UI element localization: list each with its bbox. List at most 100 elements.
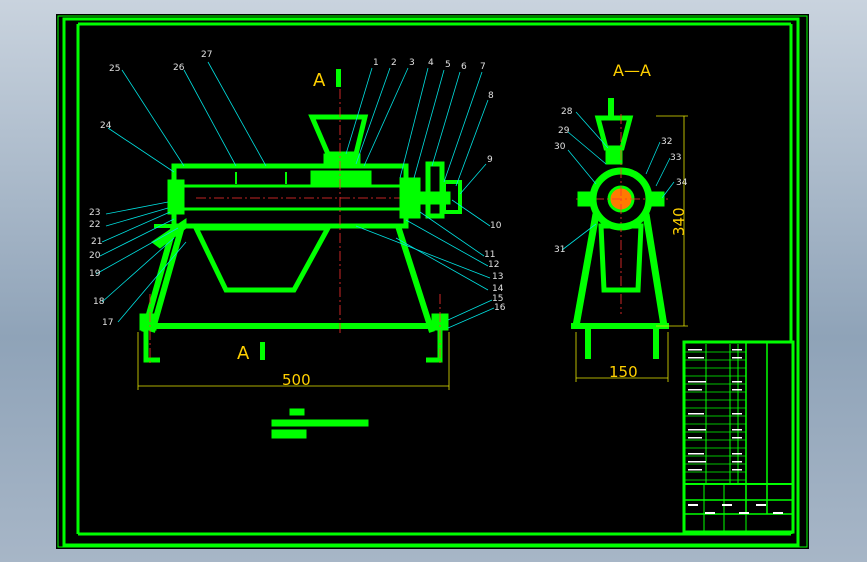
outer-frame <box>57 15 808 548</box>
callout-2: 2 <box>391 58 397 68</box>
callout-7: 7 <box>480 62 486 72</box>
title-block-text-mark <box>732 429 742 431</box>
callout-24: 24 <box>100 121 112 131</box>
title-block-text-mark <box>732 469 742 471</box>
stand-leg-right <box>395 225 435 333</box>
callout-8: 8 <box>488 91 494 101</box>
callout-26: 26 <box>173 63 185 73</box>
callout-30: 30 <box>554 142 566 152</box>
title-mark <box>271 429 307 439</box>
title-block-text-mark <box>732 437 742 439</box>
callout-29: 29 <box>558 126 570 136</box>
callout-16: 16 <box>494 303 506 313</box>
title-block-text-mark <box>756 504 766 506</box>
pulley <box>425 161 445 219</box>
title-mark <box>271 419 369 427</box>
callout-19: 19 <box>89 269 101 279</box>
title-block-text-mark <box>688 504 698 506</box>
callout-31: 31 <box>554 245 565 255</box>
dim-text-150: 150 <box>609 363 638 381</box>
section-flange-right <box>645 191 665 207</box>
cad-drawing: A A 500 <box>57 15 808 548</box>
title-block-text-mark <box>773 512 783 514</box>
section-view: A—A 340 150 <box>571 61 688 382</box>
section-leg-left <box>572 213 600 327</box>
title-block-text-mark <box>732 453 742 455</box>
title-block-text-mark <box>688 349 702 351</box>
coupling <box>442 180 462 214</box>
section-cut-mark <box>608 98 614 116</box>
section-marker-top: A <box>313 70 326 91</box>
title-block-text-mark <box>688 461 706 463</box>
callout-25: 25 <box>109 64 120 74</box>
title-block-text-mark <box>732 389 742 391</box>
callout-1: 1 <box>373 58 379 68</box>
collection-trough <box>192 225 333 293</box>
callouts-main: 1 2 3 4 5 6 7 8 9 10 11 12 13 14 15 16 1… <box>89 50 506 328</box>
callout-4: 4 <box>428 58 434 68</box>
callouts-section: 28 29 30 31 32 33 34 <box>554 107 688 255</box>
title-block-text-mark <box>732 357 742 359</box>
title-block-text-mark <box>732 413 742 415</box>
title-block-text-mark <box>732 349 742 351</box>
title-block-text-mark <box>732 461 742 463</box>
callout-12: 12 <box>488 260 499 270</box>
callout-23: 23 <box>89 208 100 218</box>
callout-10: 10 <box>490 221 502 231</box>
title-block-text-mark <box>688 453 704 455</box>
callout-33: 33 <box>670 153 681 163</box>
callout-22: 22 <box>89 220 100 230</box>
callout-17: 17 <box>102 318 113 328</box>
bearing-housing <box>399 177 421 219</box>
callout-28: 28 <box>561 107 573 117</box>
title-block-text-mark <box>688 389 702 391</box>
callout-9: 9 <box>487 155 493 165</box>
title-block-text-mark <box>688 381 706 383</box>
section-cut-mark <box>260 342 265 360</box>
callout-20: 20 <box>89 251 101 261</box>
title-block-text-mark <box>739 512 749 514</box>
foot-left <box>139 313 157 331</box>
title-mark <box>289 408 305 416</box>
wheel-bracket-left <box>143 330 160 363</box>
main-view: A A 500 <box>137 69 462 439</box>
callout-32: 32 <box>661 137 672 147</box>
callout-27: 27 <box>201 50 212 60</box>
callout-21: 21 <box>91 237 102 247</box>
callout-15: 15 <box>492 294 503 304</box>
hopper-neck <box>323 153 361 165</box>
section-hopper-neck <box>605 147 623 165</box>
screw-flight <box>310 170 372 186</box>
title-block-text-mark <box>688 413 704 415</box>
callout-5: 5 <box>445 60 451 70</box>
title-block-text-mark <box>688 469 702 471</box>
callout-13: 13 <box>492 272 503 282</box>
section-cut-mark <box>336 69 341 87</box>
wheel-bracket-right <box>426 330 443 363</box>
dim-text-500: 500 <box>282 371 311 389</box>
stand-leg-left <box>149 225 185 333</box>
barrel-end-cap <box>167 179 185 215</box>
dim-text-340: 340 <box>670 207 688 236</box>
leaders-right <box>345 67 495 329</box>
callout-11: 11 <box>484 250 495 260</box>
title-block-text-mark <box>705 512 715 514</box>
section-marker-bottom: A <box>237 343 250 364</box>
drawing-canvas: A A 500 <box>56 14 809 549</box>
section-leg-right <box>642 213 668 327</box>
hopper <box>308 114 369 157</box>
title-block-text-mark <box>688 437 702 439</box>
drawing-border <box>62 17 800 547</box>
leaders-left <box>95 61 267 323</box>
title-block-text-mark <box>688 429 706 431</box>
callout-18: 18 <box>93 297 105 307</box>
callout-6: 6 <box>461 62 467 72</box>
section-title: A—A <box>613 61 651 80</box>
callout-3: 3 <box>409 58 415 68</box>
title-block-text-mark <box>732 381 742 383</box>
callout-34: 34 <box>676 178 688 188</box>
callout-14: 14 <box>492 284 504 294</box>
section-flange-left <box>577 191 597 207</box>
title-block <box>682 340 795 534</box>
title-block-text-mark <box>722 504 732 506</box>
